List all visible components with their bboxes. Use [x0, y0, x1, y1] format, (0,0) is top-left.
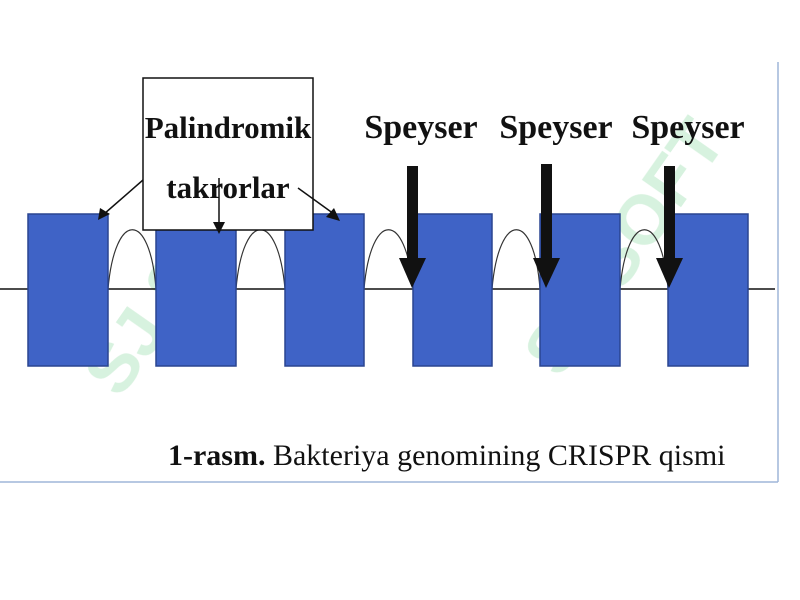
loop	[107, 229, 157, 290]
callout-box	[142, 77, 314, 231]
spacer-arrow-shaft	[541, 164, 552, 262]
spacer-label: Speyser	[499, 109, 612, 146]
spacer-arrow-shaft	[664, 166, 675, 262]
repeat-block	[539, 213, 621, 367]
callout-line-2: takrorlar	[166, 170, 290, 205]
spacer-arrow-shaft	[407, 166, 418, 262]
repeat-blocks	[27, 213, 749, 367]
loop	[491, 229, 541, 290]
figure-caption: 1-rasm. Bakteriya genomining CRISPR qism…	[168, 439, 726, 472]
spacer-arrow-head	[399, 258, 426, 288]
caption-text: Bakteriya genomining CRISPR qismi	[265, 439, 725, 472]
callout-pointer	[103, 179, 144, 215]
repeat-block	[155, 213, 237, 367]
arrowhead	[98, 208, 110, 220]
arrowhead	[213, 222, 225, 234]
callout-line-1: Palindromik	[145, 110, 312, 145]
repeat-block	[284, 213, 365, 367]
spacer-label: Speyser	[364, 109, 477, 146]
caption-number: 1-rasm.	[168, 439, 265, 472]
repeat-block	[27, 213, 109, 367]
arrowhead	[326, 208, 340, 221]
repeat-block	[667, 213, 749, 367]
repeat-block	[412, 213, 493, 367]
palindromic-repeats-callout: Palindromik takrorlar	[98, 77, 340, 234]
spacer-annotations: Speyser Speyser Speyser	[364, 109, 745, 288]
spacer-arrow-head	[533, 258, 560, 288]
spacer-label: Speyser	[631, 109, 744, 146]
callout-pointer	[297, 187, 335, 215]
spacer-arrow-head	[656, 258, 683, 288]
